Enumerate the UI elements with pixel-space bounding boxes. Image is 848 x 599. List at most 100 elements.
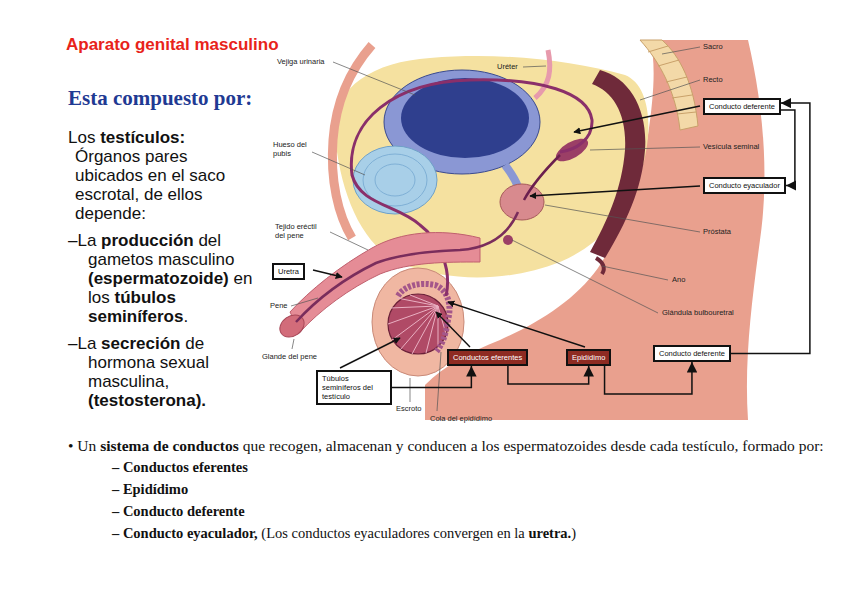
part-label: Uréter — [497, 62, 518, 71]
flow-arrow — [731, 103, 810, 353]
prostate — [500, 184, 544, 220]
leader-lines — [291, 47, 700, 411]
paragraph: Órganos pares ubicados en el saco escrot… — [68, 147, 258, 223]
label-box: Uretra — [272, 263, 305, 280]
box-text: Túbulos seminíferos del testículo — [322, 374, 386, 401]
body-text: Un — [77, 437, 96, 454]
bold-term: – Conductos eferentes — [112, 459, 248, 475]
abdominal-wall — [332, 45, 372, 238]
body-text: (Los conductos eyaculadores convergen en… — [261, 525, 524, 541]
page-title: Aparato genital masculino — [66, 35, 279, 55]
bold-term: – Conducto deferente — [112, 503, 245, 519]
label-box: Epidídimo — [566, 349, 611, 366]
part-label: Sacro — [703, 42, 723, 51]
leader-line — [590, 147, 700, 150]
bladder-lumen — [401, 78, 529, 158]
part-label: Escroto — [396, 404, 421, 413]
paragraph: – Conducto deferente — [68, 502, 838, 521]
label-box: Conducto deferente — [653, 345, 731, 362]
ureter — [535, 50, 550, 98]
bulbourethral-gland — [503, 235, 513, 245]
penis — [290, 233, 480, 332]
box-pointer — [436, 312, 470, 347]
label-box: Túbulos seminíferos del testículo — [316, 370, 392, 405]
box-pointers — [313, 106, 700, 368]
part-label: Hueso del pubis — [273, 140, 313, 158]
box-pointer — [313, 270, 342, 277]
leader-line — [291, 298, 318, 306]
body-text: –La — [68, 334, 96, 353]
leader-line — [602, 266, 668, 280]
text-column: Los testículos:Órganos pares ubicados en… — [68, 128, 258, 410]
text-column: • Un sistema de conductos que recogen, a… — [68, 436, 838, 543]
paragraph: –La producción del gametos masculino (es… — [68, 231, 258, 326]
bold-term: testículos: — [100, 128, 185, 147]
box-text: Conductos eferentes — [453, 353, 522, 362]
leader-line — [410, 378, 411, 402]
box-text: Conducto eyaculador — [709, 181, 780, 190]
leader-line — [312, 152, 365, 175]
paragraph: –La secreción de hormona sexual masculin… — [68, 334, 258, 410]
leader-line — [333, 62, 415, 95]
body-text: . — [183, 307, 188, 326]
label-box: Conducto deferente — [703, 98, 781, 115]
bold-term: (espermatozoide) — [88, 269, 229, 288]
bold-term: secreción — [101, 334, 180, 353]
flow-arrow — [781, 110, 795, 186]
body-text: ) — [571, 525, 576, 541]
flow-arrow — [508, 366, 589, 384]
urethra — [296, 212, 518, 322]
part-label: Tejido eréctil del pene — [275, 222, 327, 240]
body-text: –La — [68, 231, 96, 250]
bold-term: – Conducto eyaculador, — [112, 525, 258, 541]
paragraph: – Conductos eferentes — [68, 458, 838, 477]
label-box: Conductos eferentes — [447, 349, 528, 366]
part-label: Próstata — [703, 227, 731, 236]
pubic-bone — [353, 146, 437, 214]
flow-arrow — [392, 366, 471, 388]
leader-line — [330, 232, 368, 250]
part-label: Glande del pene — [262, 352, 317, 361]
part-label: Vejiga urinaria — [277, 57, 325, 66]
leader-line — [437, 352, 441, 411]
box-text: Epidídimo — [572, 353, 605, 362]
body-text: • — [68, 437, 73, 454]
leader-line — [512, 240, 658, 313]
box-text: Conducto deferente — [709, 102, 775, 111]
leader-line — [662, 47, 700, 54]
leader-line — [292, 339, 294, 349]
leader-line — [640, 80, 700, 100]
box-text: Uretra — [278, 267, 299, 276]
part-label: Vesícula seminal — [703, 142, 759, 151]
part-label: Pene — [270, 301, 288, 310]
paragraph: Los testículos: — [68, 128, 258, 147]
part-label: Ano — [672, 275, 685, 284]
bold-term: sistema de conductos — [100, 437, 239, 454]
pubic-bone-line — [375, 164, 415, 196]
bold-term: – Epidídimo — [112, 481, 188, 497]
section-heading: Esta compuesto por: — [68, 86, 252, 111]
body-text: que recogen, almacenan y conducen a los … — [243, 437, 824, 454]
bold-term: producción — [101, 231, 194, 250]
box-pointer — [448, 302, 585, 347]
paragraph: • Un sistema de conductos que recogen, a… — [68, 436, 838, 455]
box-pointer — [530, 186, 700, 196]
body-text: Órganos pares ubicados en el saco escrot… — [75, 147, 225, 223]
sacrum-lines — [648, 46, 696, 114]
body-text: Los — [68, 128, 95, 147]
box-text: Conducto deferente — [659, 349, 725, 358]
part-label: Recto — [703, 75, 723, 84]
paragraph: – Epidídimo — [68, 480, 838, 499]
leader-line — [523, 66, 546, 67]
flow-arrow — [605, 362, 692, 394]
part-label: Cola del epidídimo — [430, 414, 492, 423]
bold-term: uretra. — [528, 525, 571, 541]
bold-term: (testosterona). — [88, 391, 206, 410]
rectum — [590, 70, 645, 258]
box-pointer — [340, 338, 400, 368]
ejaculatory-duct — [524, 155, 560, 200]
label-box: Conducto eyaculador — [703, 177, 786, 194]
paragraph: – Conducto eyaculador, (Los conductos ey… — [68, 524, 838, 543]
box-pointer — [574, 106, 700, 132]
